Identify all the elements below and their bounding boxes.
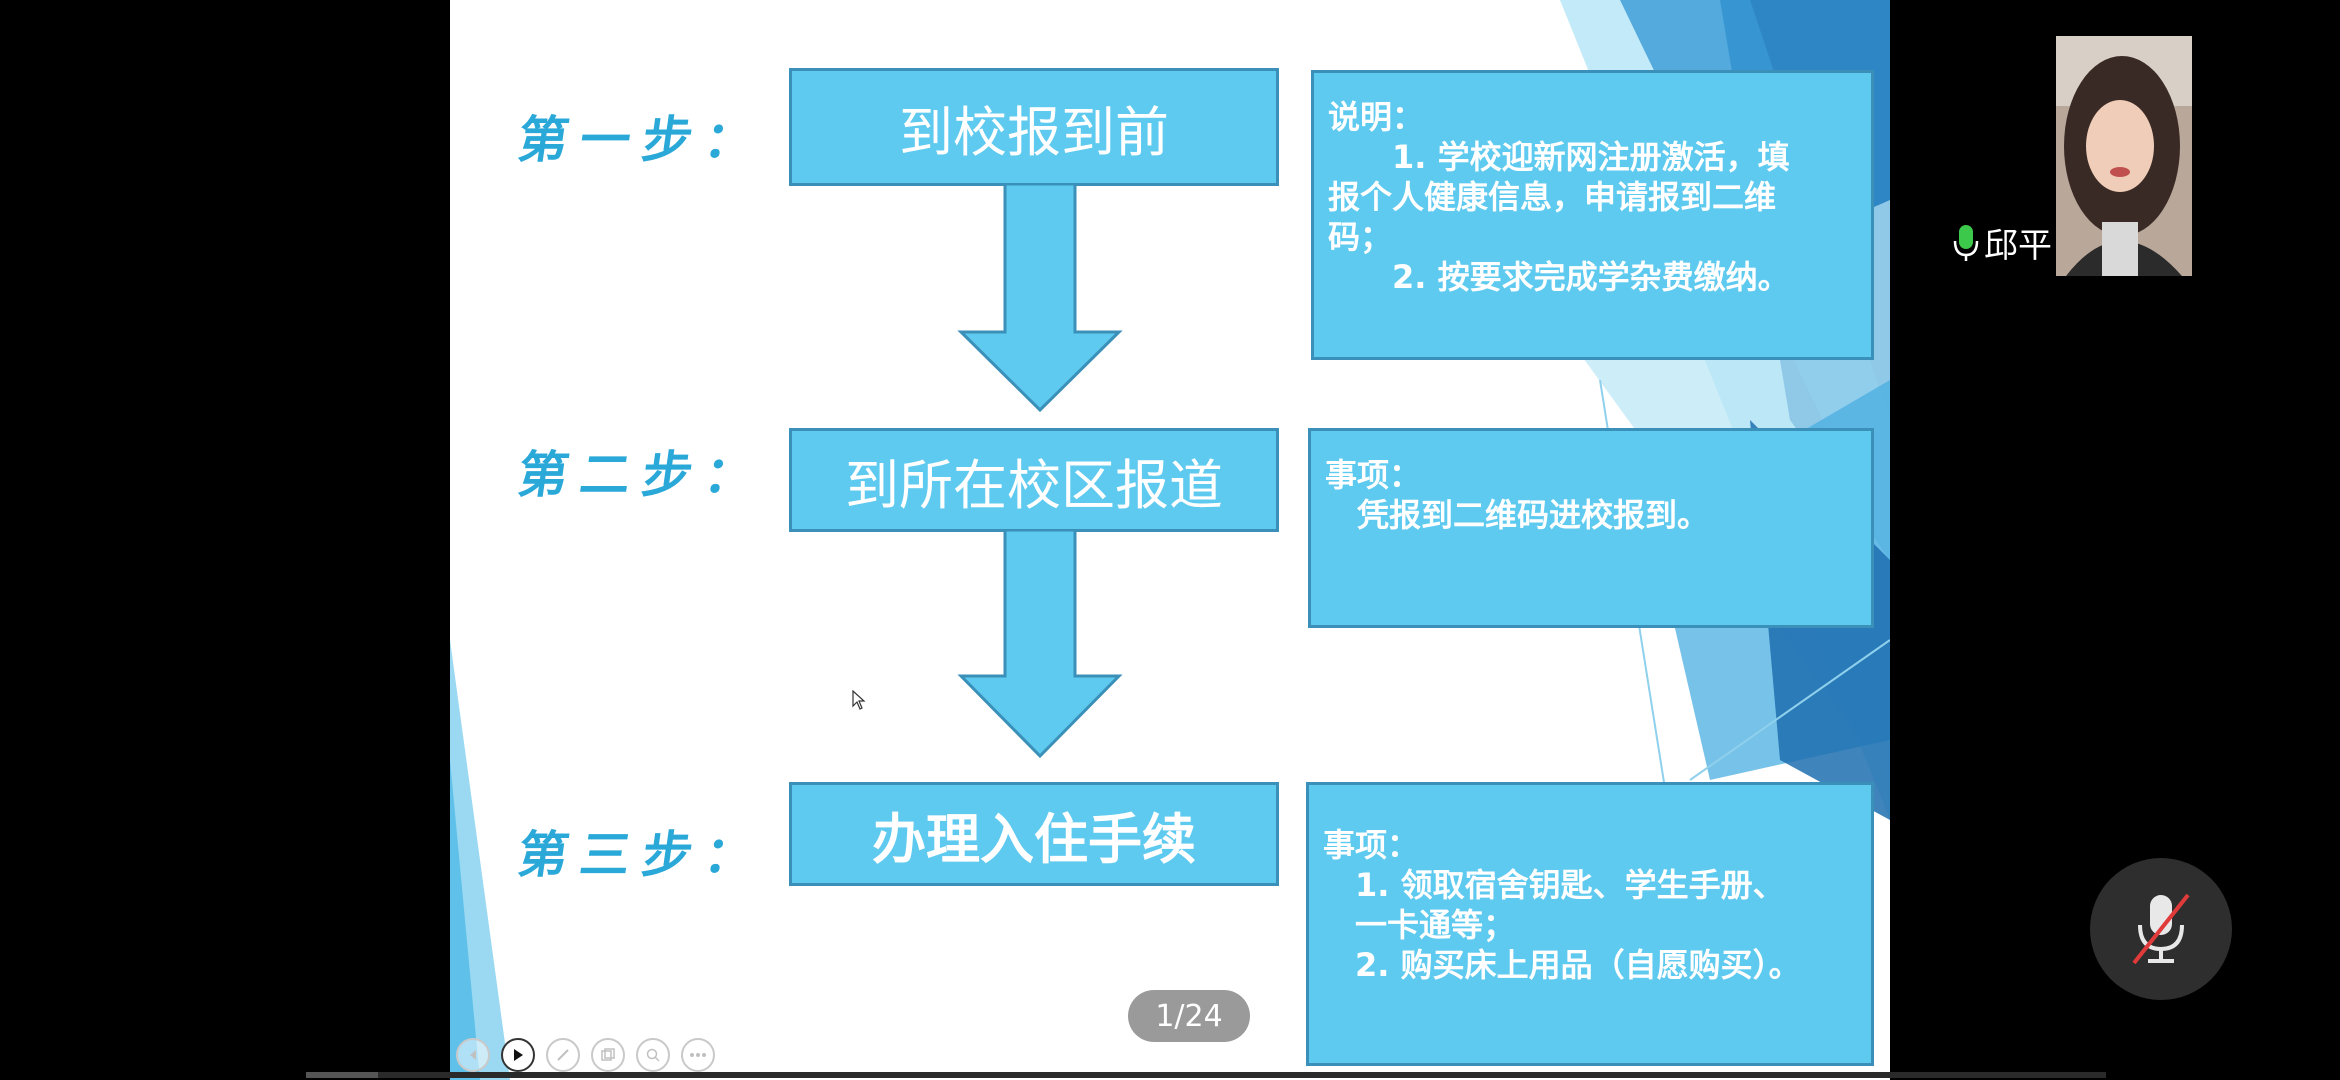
play-icon[interactable] [501,1038,535,1072]
step-2-label: 第二步： [514,445,771,504]
presentation-slide[interactable]: 第一步： 到校报到前 说明： 1. 学校迎新网注册激活，填 报个人健康信息，申请… [450,0,1890,1080]
info-line: 2. 购买床上用品（自愿购买）。 [1323,946,1801,984]
flow-arrow-1 [957,184,1123,413]
presentation-controls [456,1038,715,1074]
pen-icon[interactable] [546,1038,580,1072]
zoom-icon[interactable] [636,1038,670,1072]
step-1-info-box: 说明： 1. 学校迎新网注册激活，填 报个人健康信息，申请报到二维 码； 2. … [1311,70,1874,360]
mic-active-icon [1953,224,1979,261]
info-line: 一卡通等； [1323,906,1516,944]
flow-arrow-2 [957,530,1123,759]
info-line: 事项： [1325,456,1422,494]
step-1-box: 到校报到前 [789,68,1279,186]
step-3-label: 第三步： [514,825,771,884]
step-2-info-box: 事项： 凭报到二维码进校报到。 [1308,428,1874,628]
info-line: 2. 按要求完成学杂费缴纳。 [1328,258,1790,296]
step-3-box: 办理入住手续 [789,782,1279,886]
active-speaker: 邱平 [1952,218,2052,267]
mute-button[interactable] [2090,858,2232,1000]
info-line: 事项： [1323,826,1420,864]
prev-icon[interactable] [456,1038,490,1072]
info-line: 1. 学校迎新网注册激活，填 [1328,138,1790,176]
info-line: 1. 领取宿舍钥匙、学生手册、 [1323,866,1785,904]
info-line: 码； [1328,218,1393,256]
info-line: 报个人健康信息，申请报到二维 [1328,178,1777,216]
slides-icon[interactable] [591,1038,625,1072]
cursor-icon [852,690,866,710]
progress-track [306,1072,2106,1078]
step-2-box: 到所在校区报道 [789,428,1279,532]
step-1-label: 第一步： [514,110,771,169]
speaker-name-label: 邱平 [1984,226,2052,266]
more-icon[interactable] [681,1038,715,1072]
participant-avatar [2056,36,2192,276]
mic-muted-icon [2132,893,2190,965]
info-line: 说明： [1328,98,1425,136]
page-indicator: 1/24 [1128,990,1250,1042]
participant-video[interactable] [2056,36,2192,276]
step-3-info-box: 事项： 1. 领取宿舍钥匙、学生手册、 一卡通等； 2. 购买床上用品（自愿购买… [1306,782,1874,1066]
progress-fill [306,1072,378,1078]
info-line: 凭报到二维码进校报到。 [1325,496,1710,534]
